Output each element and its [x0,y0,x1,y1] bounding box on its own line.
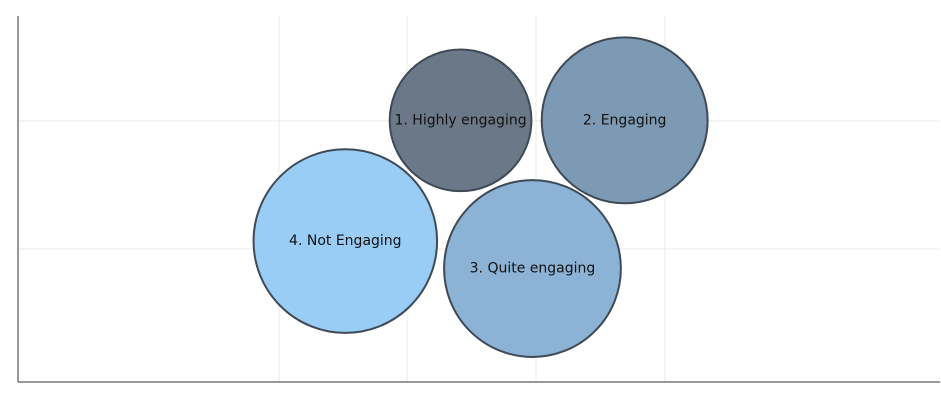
axis-layer [17,16,940,383]
bubble-layer: 1. Highly engaging 2. Engaging 3. Quite en… [252,36,709,358]
bubble-label-1: 1. Highly engaging [395,112,527,128]
bubble-1[interactable] [388,48,533,193]
bubble-label-3: 3. Quite engaging [470,261,596,277]
bubble-2[interactable] [540,36,709,205]
bubble-4[interactable] [252,148,439,334]
bubble-label-2: 2. Engaging [583,112,667,128]
bubble-3[interactable] [443,179,622,358]
bubble-label-4: 4. Not Engaging [289,233,402,249]
